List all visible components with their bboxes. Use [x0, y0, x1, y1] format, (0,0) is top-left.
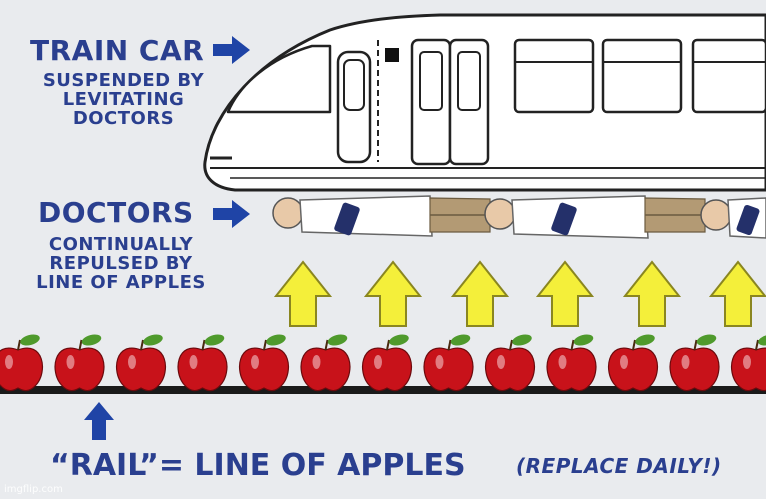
apple-icon — [115, 334, 167, 392]
apple-icon — [546, 334, 597, 392]
apple-icon — [484, 334, 536, 392]
apple-icon — [361, 334, 413, 392]
arrow-up-icon — [273, 260, 333, 327]
doctor-row — [272, 195, 766, 239]
doctor-figure-icon — [700, 197, 766, 239]
train-car-icon — [203, 13, 766, 192]
apple-icon — [730, 334, 766, 392]
arrow-up-icon — [708, 260, 766, 327]
apple-icon — [669, 334, 720, 392]
arrow-up-icon — [535, 260, 595, 327]
doctor-figure-icon — [484, 195, 706, 239]
rail-label: “RAIL”= LINE OF APPLES — [50, 448, 466, 483]
apple-icon — [238, 334, 290, 392]
arrow-up-icon — [622, 260, 682, 327]
doctors-label: DOCTORS — [38, 196, 194, 229]
doctor-figure-icon — [272, 195, 491, 237]
apple-icon — [54, 334, 105, 392]
apple-icon — [300, 334, 351, 392]
repulsion-arrows — [273, 260, 766, 327]
arrow-up-icon — [84, 402, 114, 440]
watermark: imgflip.com — [4, 484, 63, 495]
train-car-label: TRAIN CAR — [30, 34, 205, 67]
arrow-right-icon — [213, 36, 250, 64]
doctors-description: CONTINUALLY REPULSED BY LINE OF APPLES — [36, 234, 206, 293]
arrow-up-icon — [450, 260, 510, 327]
replace-daily-note: (REPLACE DAILY!) — [516, 454, 722, 478]
apple-icon — [177, 334, 228, 392]
train-car-description: SUSPENDED BY LEVITATING DOCTORS — [42, 70, 205, 129]
arrow-up-icon — [363, 260, 423, 327]
apple-icon — [0, 334, 44, 392]
apple-row — [0, 334, 766, 392]
apple-icon — [607, 334, 659, 392]
apple-icon — [423, 334, 474, 392]
arrow-right-icon — [213, 200, 250, 228]
